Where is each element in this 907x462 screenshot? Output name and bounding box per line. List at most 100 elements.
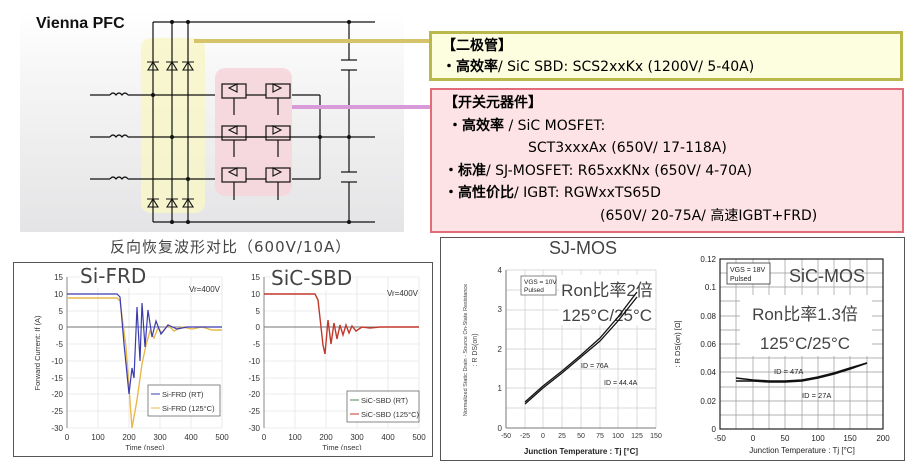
svg-text:VGS = 10V: VGS = 10V bbox=[524, 279, 557, 286]
svg-text:5: 5 bbox=[59, 307, 64, 316]
svg-text:50: 50 bbox=[781, 434, 790, 443]
svg-text:1: 1 bbox=[498, 384, 503, 393]
svg-text:400: 400 bbox=[184, 433, 198, 442]
svg-text:200: 200 bbox=[876, 434, 890, 443]
svg-text:0: 0 bbox=[59, 323, 64, 332]
svg-text:SiC-SBD (125°C): SiC-SBD (125°C) bbox=[361, 410, 420, 419]
svg-text:10: 10 bbox=[54, 290, 63, 299]
svg-text:Time (nsec): Time (nsec) bbox=[322, 443, 362, 450]
svg-text:-25: -25 bbox=[248, 407, 260, 416]
sj-mos-title: SJ-MOS bbox=[549, 238, 617, 258]
svg-text:: R DS(on): : R DS(on) bbox=[472, 333, 479, 366]
svg-text:0: 0 bbox=[751, 434, 756, 443]
svg-text:Pulsed: Pulsed bbox=[730, 276, 752, 283]
svg-text:0.12: 0.12 bbox=[700, 255, 716, 264]
switch-heading: 【开关元器件】 bbox=[444, 95, 542, 111]
diode-line1-text: / SiC SBD: SCS2xxKx (1200V/ 5-40A) bbox=[498, 59, 755, 75]
svg-text:Normalized Static Drain - Sour: Normalized Static Drain - Source On-Stat… bbox=[463, 284, 469, 416]
svg-text:0: 0 bbox=[262, 433, 267, 442]
svg-text:2: 2 bbox=[498, 345, 503, 354]
svg-text:200: 200 bbox=[122, 433, 136, 442]
svg-text:25: 25 bbox=[558, 433, 566, 440]
svg-text:Pulsed: Pulsed bbox=[524, 287, 544, 294]
svg-text:15: 15 bbox=[54, 273, 63, 282]
svg-text:ID = 44.4A: ID = 44.4A bbox=[604, 380, 638, 387]
svg-text:75: 75 bbox=[596, 433, 604, 440]
svg-text:150: 150 bbox=[843, 434, 857, 443]
svg-text:-15: -15 bbox=[248, 374, 260, 383]
svg-text:100: 100 bbox=[811, 434, 825, 443]
sic-sbd-legend bbox=[346, 390, 420, 423]
svg-text:100: 100 bbox=[91, 433, 105, 442]
svg-text:0: 0 bbox=[65, 433, 70, 442]
svg-text:100: 100 bbox=[612, 433, 624, 440]
switch-line4-bold: ・高性价比 bbox=[444, 185, 514, 201]
svg-text:-25: -25 bbox=[520, 433, 530, 440]
svg-text:Vr=400V: Vr=400V bbox=[189, 285, 221, 294]
switch-line4-text: / IGBT: RGWxxTS65D bbox=[514, 185, 661, 201]
svg-text:Si-FRD (RT): Si-FRD (RT) bbox=[162, 390, 204, 399]
sic-sbd-title: SiC-SBD bbox=[271, 266, 353, 290]
svg-text:-30: -30 bbox=[248, 424, 260, 433]
sic-mos-title: SiC-MOS bbox=[789, 266, 865, 286]
svg-text:-10: -10 bbox=[248, 357, 260, 366]
switch-info-box: 【开关元器件】 ・高效率 / SiC MOSFET: SCT3xxxAx (65… bbox=[430, 88, 904, 233]
diode-highlight-region bbox=[141, 38, 205, 213]
svg-text:0.04: 0.04 bbox=[700, 368, 716, 377]
svg-text:: R DS(on) [Ω]: : R DS(on) [Ω] bbox=[673, 320, 682, 367]
svg-text:0.06: 0.06 bbox=[700, 340, 716, 349]
vienna-pfc-circuit-diagram bbox=[90, 20, 430, 224]
sj-mos-ratio-text: Ron比率2倍 bbox=[561, 281, 653, 300]
svg-text:-25: -25 bbox=[51, 407, 63, 416]
svg-text:Time (nsec): Time (nsec) bbox=[125, 443, 165, 450]
svg-text:-30: -30 bbox=[51, 424, 63, 433]
svg-text:4: 4 bbox=[498, 266, 503, 275]
svg-text:-5: -5 bbox=[253, 340, 261, 349]
svg-text:400: 400 bbox=[381, 433, 395, 442]
svg-text:-5: -5 bbox=[56, 340, 64, 349]
svg-text:0.08: 0.08 bbox=[700, 312, 716, 321]
svg-text:0.1: 0.1 bbox=[705, 283, 717, 292]
si-frd-legend bbox=[147, 384, 221, 417]
svg-text:-50: -50 bbox=[714, 434, 726, 443]
diode-line1-bold: ・高效率 bbox=[442, 59, 498, 75]
svg-text:-10: -10 bbox=[51, 357, 63, 366]
sic-mos-ratio-text: Ron比率1.3倍 bbox=[752, 305, 858, 324]
si-frd-title: Si-FRD bbox=[80, 264, 147, 288]
svg-text:Junction Temperature : Tj [°C]: Junction Temperature : Tj [°C] bbox=[749, 446, 855, 455]
vienna-pfc-schematic bbox=[20, 10, 404, 232]
svg-text:15: 15 bbox=[251, 273, 260, 282]
diode-info-box: 【二极管】 ・高效率/ SiC SBD: SCS2xxKx (1200V/ 5-… bbox=[429, 31, 903, 81]
svg-text:0: 0 bbox=[498, 424, 503, 433]
svg-text:10: 10 bbox=[251, 290, 260, 299]
schematic-title: Vienna PFC bbox=[36, 15, 125, 32]
svg-text:150: 150 bbox=[650, 433, 662, 440]
svg-text:200: 200 bbox=[319, 433, 333, 442]
switch-line1-bold: ・高效率 bbox=[448, 117, 504, 134]
svg-text:ID = 76A: ID = 76A bbox=[581, 363, 609, 370]
switch-line2: SCT3xxxAx (650V/ 17-118A) bbox=[528, 140, 727, 156]
svg-text:Si-FRD (125°C): Si-FRD (125°C) bbox=[162, 404, 215, 413]
svg-text:SiC-SBD (RT): SiC-SBD (RT) bbox=[361, 396, 408, 405]
svg-text:500: 500 bbox=[412, 433, 426, 442]
svg-text:300: 300 bbox=[350, 433, 364, 442]
svg-text:5: 5 bbox=[256, 307, 261, 316]
svg-text:Junction Temperature : Tj [°C]: Junction Temperature : Tj [°C] bbox=[524, 447, 639, 456]
svg-text:Forward Current: If (A): Forward Current: If (A) bbox=[33, 315, 42, 391]
svg-text:-15: -15 bbox=[51, 374, 63, 383]
waveform-caption: 反向恢复波形对比（600V/10A） bbox=[110, 238, 352, 256]
svg-text:-20: -20 bbox=[51, 390, 63, 399]
sic-mos-temp-text: 125°C/25°C bbox=[760, 334, 850, 353]
svg-text:0: 0 bbox=[712, 425, 717, 434]
svg-text:Vr=400V: Vr=400V bbox=[387, 289, 419, 298]
svg-text:100: 100 bbox=[288, 433, 302, 442]
svg-text:300: 300 bbox=[153, 433, 167, 442]
svg-text:VGS = 18V: VGS = 18V bbox=[730, 267, 766, 274]
svg-text:0: 0 bbox=[541, 433, 545, 440]
svg-text:125: 125 bbox=[631, 433, 643, 440]
sj-mos-temp-text: 125°C/25°C bbox=[562, 306, 652, 325]
